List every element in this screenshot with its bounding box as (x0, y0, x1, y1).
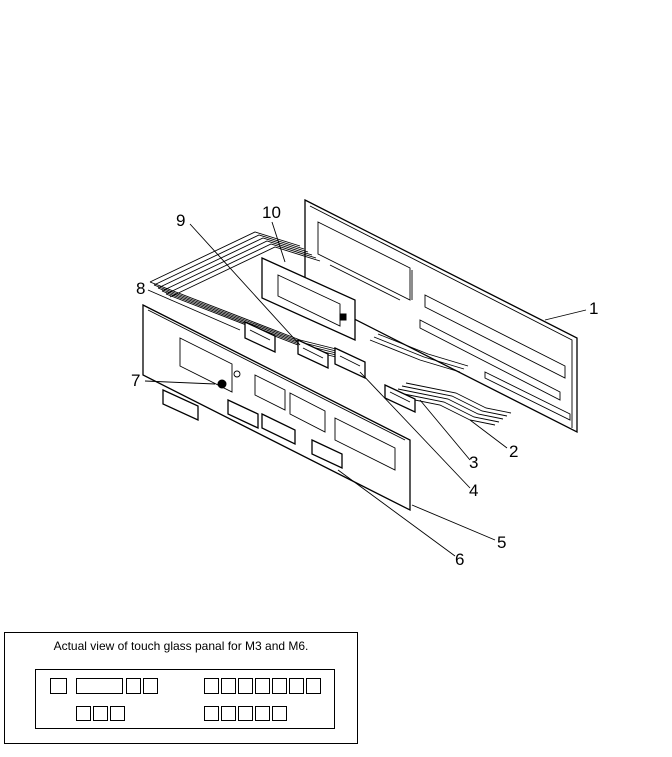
touch-key (272, 706, 287, 721)
touch-key (289, 678, 304, 694)
control-board (261, 256, 356, 342)
callout-10: 10 (262, 203, 281, 222)
touch-key (50, 678, 67, 694)
inset-caption: Actual view of touch glass panal for M3 … (53, 639, 309, 653)
switches (162, 388, 343, 470)
touch-key (76, 706, 91, 721)
touch-key (221, 678, 236, 694)
touch-key (93, 706, 108, 721)
front-panel (142, 303, 411, 512)
touch-key (110, 706, 125, 721)
callout-9: 9 (176, 211, 185, 230)
connectors (244, 320, 416, 414)
callout-8: 8 (136, 279, 145, 298)
touch-key (272, 678, 287, 694)
touch-key (238, 678, 253, 694)
callout-4: 4 (469, 481, 478, 500)
touch-key (204, 706, 219, 721)
touch-key (255, 678, 270, 694)
touch-key (238, 706, 253, 721)
callout-3: 3 (469, 453, 478, 472)
touch-key (143, 678, 158, 694)
callout-2: 2 (509, 442, 518, 461)
touch-key (204, 678, 219, 694)
touch-key (306, 678, 321, 694)
touch-panel-face (35, 669, 335, 729)
callout-labels: 1 2 3 4 5 6 7 8 9 10 (131, 203, 598, 569)
leader-lines (144, 221, 587, 557)
touch-key (221, 706, 236, 721)
touch-key (255, 706, 270, 721)
touch-panel-inset: Actual view of touch glass panal for M3 … (4, 632, 358, 744)
callout-5: 5 (497, 533, 506, 552)
display-window (76, 678, 123, 694)
rear-panel (304, 198, 578, 434)
callout-1: 1 (589, 299, 598, 318)
callout-6: 6 (455, 550, 464, 569)
touch-key (126, 678, 141, 694)
callout-7: 7 (131, 371, 140, 390)
